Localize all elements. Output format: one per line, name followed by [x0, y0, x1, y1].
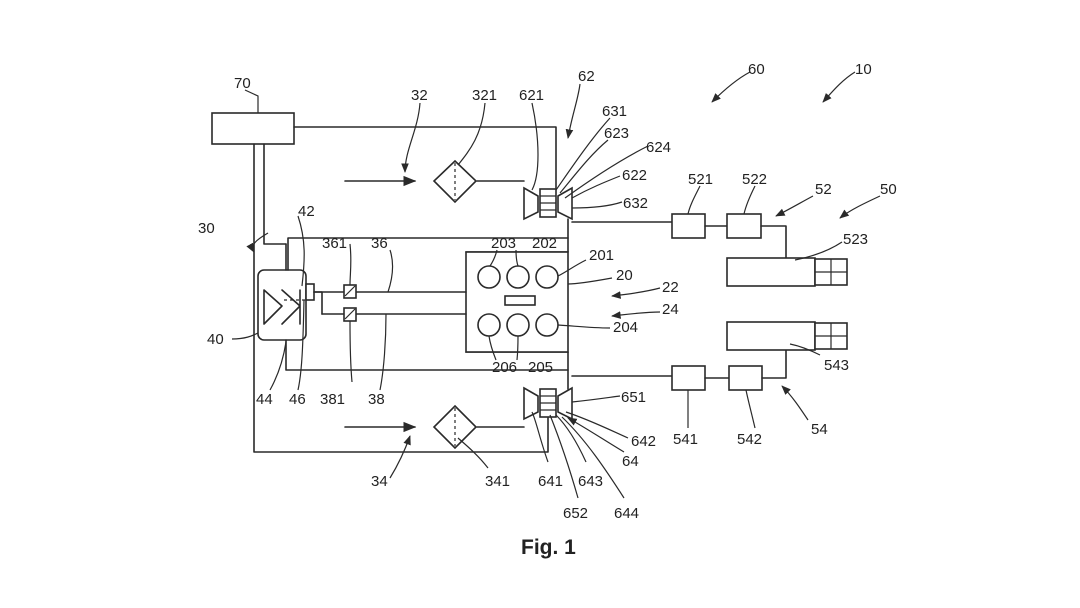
component-521	[671, 213, 706, 239]
sensor-42	[305, 283, 315, 301]
label-46: 46	[289, 391, 306, 408]
label-643: 643	[578, 473, 603, 490]
leader-lines	[231, 71, 881, 499]
crankcase-bar	[504, 295, 536, 306]
reference-labels: 70 32 321 621 62 631 623 624 622 632 60 …	[198, 61, 897, 522]
cylinder-202	[506, 265, 530, 289]
label-521: 521	[688, 171, 713, 188]
cylinder-203	[477, 265, 501, 289]
label-542: 542	[737, 431, 762, 448]
label-523: 523	[843, 231, 868, 248]
cooler-symbol	[263, 289, 301, 325]
label-651: 651	[621, 389, 646, 406]
tailpipe-523-lines	[815, 259, 847, 285]
exhaust-54-up	[761, 349, 787, 379]
label-641: 641	[538, 473, 563, 490]
tailpipe-543-lines	[815, 323, 847, 349]
label-321: 321	[472, 87, 497, 104]
label-36: 36	[371, 235, 388, 252]
label-54: 54	[811, 421, 828, 438]
label-202: 202	[532, 235, 557, 252]
label-543: 543	[824, 357, 849, 374]
label-50: 50	[880, 181, 897, 198]
label-621: 621	[519, 87, 544, 104]
label-38: 38	[368, 391, 385, 408]
label-40: 40	[207, 331, 224, 348]
cylinder-206	[477, 313, 501, 337]
cylinder-204	[535, 313, 559, 337]
label-341: 341	[485, 473, 510, 490]
label-541: 541	[673, 431, 698, 448]
label-60: 60	[748, 61, 765, 78]
control-line-to-cooler	[263, 143, 287, 245]
label-20: 20	[616, 267, 633, 284]
shaft-lines-upper	[540, 195, 556, 211]
muffler-543	[726, 321, 816, 351]
label-623: 623	[604, 125, 629, 142]
cylinder-205	[506, 313, 530, 337]
cylinder-201	[535, 265, 559, 289]
label-32: 32	[411, 87, 428, 104]
label-201: 201	[589, 247, 614, 264]
label-52: 52	[815, 181, 832, 198]
label-632: 632	[623, 195, 648, 212]
component-541	[671, 365, 706, 391]
label-204: 204	[613, 319, 638, 336]
figure-caption: Fig. 1	[521, 536, 576, 559]
muffler-523	[726, 257, 816, 287]
compressor-621	[523, 186, 539, 221]
compressor-641	[523, 386, 539, 421]
label-62: 62	[578, 68, 595, 85]
controller-box-70	[211, 112, 295, 145]
label-24: 24	[662, 301, 679, 318]
label-10: 10	[855, 61, 872, 78]
label-70: 70	[234, 75, 251, 92]
label-624: 624	[646, 139, 671, 156]
bypass-line-46	[285, 237, 569, 371]
label-22: 22	[662, 279, 679, 296]
component-542	[728, 365, 763, 391]
label-522: 522	[742, 171, 767, 188]
label-42: 42	[298, 203, 315, 220]
turbine-642	[557, 386, 573, 421]
label-631: 631	[602, 103, 627, 120]
label-381: 381	[320, 391, 345, 408]
label-644: 644	[614, 505, 639, 522]
label-652: 652	[563, 505, 588, 522]
label-206: 206	[492, 359, 517, 376]
label-34: 34	[371, 473, 388, 490]
throttle-381-blade	[344, 308, 356, 320]
label-64: 64	[622, 453, 639, 470]
manifold-connector	[313, 291, 323, 315]
shaft-lines-lower	[540, 395, 556, 411]
label-642: 642	[631, 433, 656, 450]
exhaust-52-down	[760, 225, 787, 259]
component-522	[726, 213, 762, 239]
label-30: 30	[198, 220, 215, 237]
label-203: 203	[491, 235, 516, 252]
label-205: 205	[528, 359, 553, 376]
throttle-361-blade	[344, 285, 356, 297]
label-44: 44	[256, 391, 273, 408]
control-line-top	[293, 126, 557, 189]
control-line-left	[253, 143, 549, 453]
label-361: 361	[322, 235, 347, 252]
label-622: 622	[622, 167, 647, 184]
